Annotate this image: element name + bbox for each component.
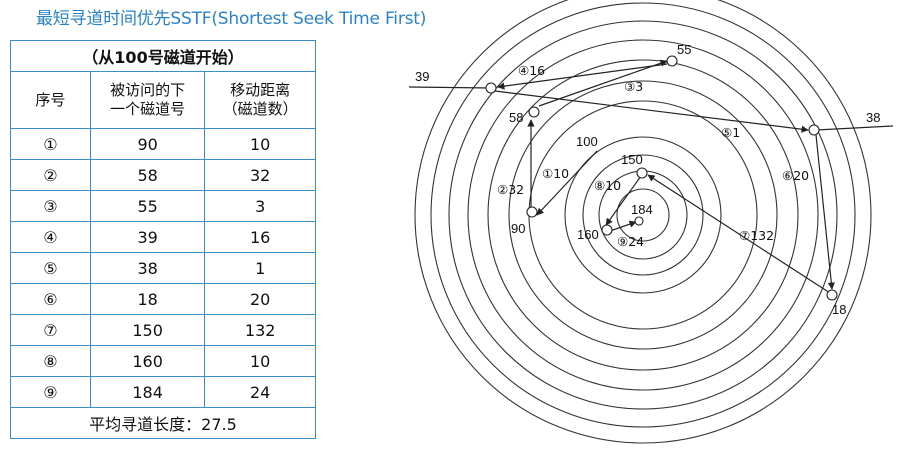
track-label-184: 184 <box>631 202 653 217</box>
track-point-184 <box>634 216 644 226</box>
track-point-38 <box>808 124 820 136</box>
track-label-55: 55 <box>677 42 691 57</box>
track-label-38: 38 <box>866 110 880 125</box>
step-6-arrow <box>815 134 835 290</box>
track-ring <box>430 2 856 428</box>
row-index: ② <box>10 159 91 191</box>
row-track: 184 <box>89 376 206 408</box>
head-line-38 <box>815 125 894 131</box>
track-ring <box>582 154 704 276</box>
row-track: 39 <box>89 221 206 253</box>
row-index: ① <box>10 128 91 160</box>
row-index: ⑤ <box>10 252 91 284</box>
table-caption: （从100号磁道开始） <box>10 40 316 72</box>
row-index: ⑥ <box>10 283 91 315</box>
step-label-9: ⑨24 <box>617 234 644 249</box>
header-distance-line2: （磁道数） <box>222 100 298 118</box>
header-next-track-line2: 一个磁道号 <box>110 100 186 118</box>
step-label-3: ③3 <box>624 79 643 94</box>
track-point-160 <box>601 224 613 236</box>
track-label-150: 150 <box>621 152 643 167</box>
row-index: ③ <box>10 190 91 222</box>
track-label-100: 100 <box>576 134 598 149</box>
seek-path <box>408 59 894 294</box>
track-point-90 <box>526 206 538 218</box>
average-seek-length: 平均寻道长度：27.5 <box>10 407 316 439</box>
step-label-1: ①10 <box>542 166 569 181</box>
step-7-arrow <box>647 174 831 294</box>
track-label-160: 160 <box>577 227 599 242</box>
row-distance: 20 <box>204 283 316 315</box>
step-1-arrow <box>536 150 598 216</box>
track-ring <box>616 188 670 242</box>
step-8-arrow <box>605 175 642 226</box>
track-point-39 <box>485 82 497 94</box>
step-5-arrow <box>494 90 809 133</box>
track-ring <box>564 136 722 294</box>
track-ring <box>448 20 838 410</box>
header-index: 序号 <box>10 71 91 129</box>
track-point-18 <box>826 289 838 301</box>
step-label-8: ⑧10 <box>594 178 621 193</box>
track-points <box>485 55 838 301</box>
track-point-58 <box>528 106 540 118</box>
row-track: 90 <box>89 128 206 160</box>
header-next-track: 被访问的下 一个磁道号 <box>89 71 206 129</box>
track-ring <box>414 0 872 444</box>
row-distance: 16 <box>204 221 316 253</box>
row-track: 58 <box>89 159 206 191</box>
track-ring <box>487 59 799 371</box>
track-labels: 39 55 58 100 90 150 184 160 38 18 <box>415 42 880 317</box>
step-9-arrow <box>609 220 637 232</box>
row-distance: 1 <box>204 252 316 284</box>
row-index: ⑦ <box>10 314 91 346</box>
disk-tracks <box>414 0 872 444</box>
page-title: 最短寻道时间优先SSTF(Shortest Seek Time First) <box>36 9 427 29</box>
track-label-90: 90 <box>511 221 525 236</box>
row-distance: 10 <box>204 128 316 160</box>
track-point-150 <box>636 167 648 179</box>
header-distance-line1: 移动距离 <box>230 81 291 99</box>
row-index: ⑨ <box>10 376 91 408</box>
row-track: 18 <box>89 283 206 315</box>
track-ring <box>467 39 819 391</box>
header-next-track-line1: 被访问的下 <box>110 81 186 99</box>
step-3-arrow <box>538 59 668 107</box>
row-track: 160 <box>89 345 206 377</box>
step-label-7: ⑦132 <box>739 228 774 243</box>
step-label-5: ⑤1 <box>721 125 740 140</box>
track-label-58: 58 <box>509 110 523 125</box>
step-label-6: ⑥20 <box>782 168 809 183</box>
track-point-55 <box>666 55 678 67</box>
step-label-4: ④16 <box>518 63 545 78</box>
step-label-2: ②32 <box>497 182 524 197</box>
row-distance: 10 <box>204 345 316 377</box>
track-label-18: 18 <box>832 302 846 317</box>
step-labels: ①10 ②32 ③3 ④16 ⑤1 ⑥20 ⑦132 ⑧10 ⑨24 <box>497 63 809 249</box>
row-track: 38 <box>89 252 206 284</box>
step-4-arrow <box>497 63 668 90</box>
head-line-39 <box>408 86 492 89</box>
track-label-39: 39 <box>415 69 429 84</box>
track-ring <box>508 80 778 350</box>
header-distance: 移动距离 （磁道数） <box>204 71 316 129</box>
